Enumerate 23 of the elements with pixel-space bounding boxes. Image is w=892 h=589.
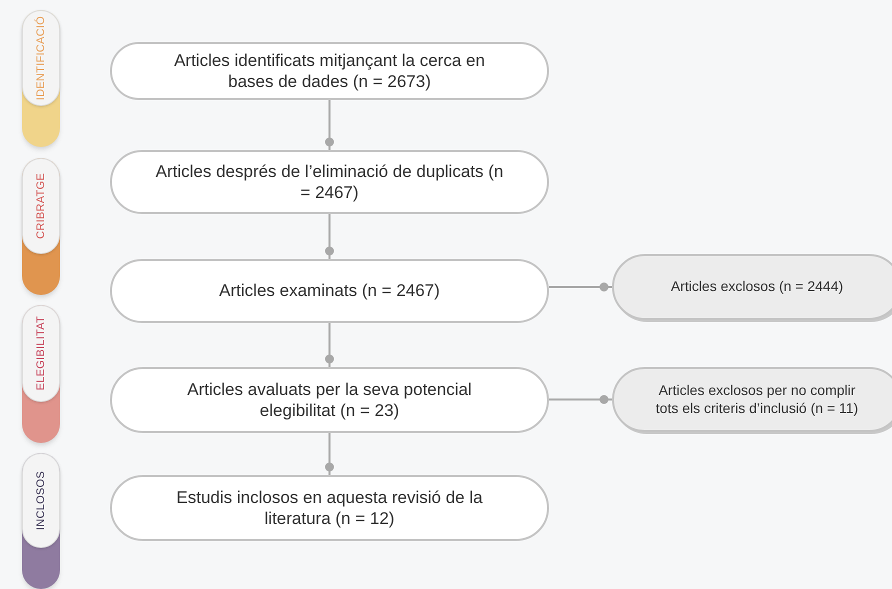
connector-line bbox=[325, 214, 334, 259]
box-text: Articles exclosos per no complir tots els criteris d’inclusió (n = 11) bbox=[654, 382, 860, 417]
stage-pill bbox=[22, 305, 60, 443]
box-text: Articles exclosos (n = 2444) bbox=[670, 278, 844, 296]
box-text: Estudis inclosos en aquesta revisió de la literatura (n = 12) bbox=[175, 486, 484, 530]
exclusion-box bbox=[612, 254, 892, 320]
box-text: Articles després de l’eliminació de duplicats (n = 2467) bbox=[154, 160, 504, 204]
stage-label: IDENTIFICACIÓ bbox=[34, 16, 48, 100]
box-text: Articles avaluats per la seva potencial elegibilitat (n = 23) bbox=[186, 378, 473, 422]
connector-line bbox=[549, 282, 612, 292]
exclusion-box bbox=[612, 367, 892, 432]
connector-line bbox=[325, 433, 334, 475]
connector-line bbox=[325, 323, 334, 367]
stage-label: CRIBRATGE bbox=[34, 173, 48, 239]
box-text: Articles identificats mitjançant la cerca en bases de dades (n = 2673) bbox=[173, 50, 486, 92]
box-text: Articles examinats (n = 2467) bbox=[219, 280, 440, 302]
connector-line bbox=[549, 395, 612, 404]
stage-label: ELEGIBILITAT bbox=[34, 316, 48, 390]
connector-line bbox=[325, 100, 334, 150]
stage-pill bbox=[22, 453, 60, 589]
stage-pill bbox=[22, 10, 60, 147]
stage-pill bbox=[22, 158, 60, 295]
stage-label: INCLOSOS bbox=[34, 471, 48, 530]
